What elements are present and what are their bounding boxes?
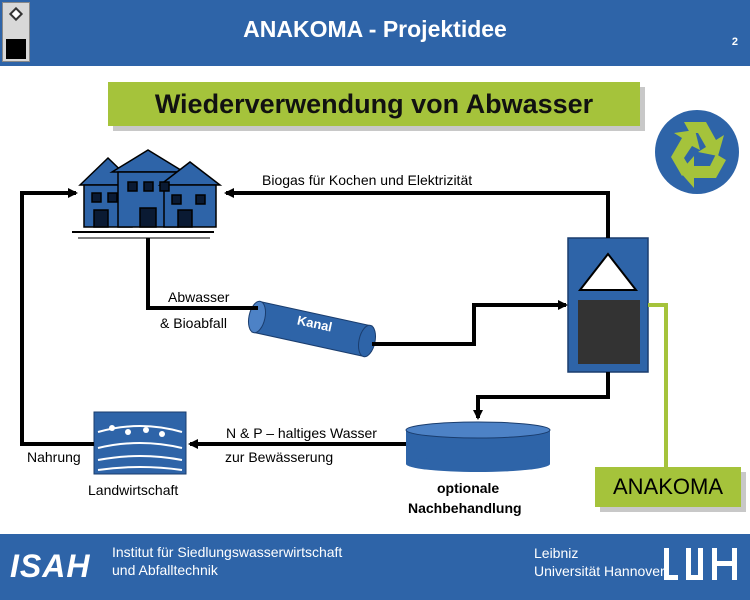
anakoma-connector: [648, 303, 668, 467]
kanal-to-reactor-arrow: [372, 300, 568, 346]
anakoma-box: ANAKOMA: [595, 467, 741, 507]
black-square-icon: [6, 39, 26, 59]
irrigation-label: zur Bewässerung: [225, 449, 334, 465]
nahrung-label: Nahrung: [27, 449, 81, 465]
nahrung-arrow: [20, 188, 94, 446]
institute-line-2: und Abfalltechnik: [112, 562, 218, 578]
footer-bar: ISAH Institut für Siedlungswasserwirtsch…: [0, 534, 750, 600]
institute-name: Institut für Siedlungswasserwirtschaft u…: [112, 543, 342, 579]
university-line-2: Universität Hannover: [534, 563, 665, 579]
bioabfall-label: & Bioabfall: [160, 315, 227, 331]
abwasser-line: [146, 238, 258, 310]
biogas-label: Biogas für Kochen und Elektrizität: [262, 172, 473, 188]
reactor-to-tank-arrow: [473, 372, 610, 420]
agriculture-icon: [93, 411, 187, 475]
reactor-unit: [567, 237, 649, 373]
recycle-icon: [655, 110, 739, 194]
nachbehandlung-label: Nachbehandlung: [408, 500, 522, 516]
isah-logo: ISAH: [10, 548, 91, 584]
landwirtschaft-label: Landwirtschaft: [88, 482, 179, 498]
page-number: 2: [731, 36, 738, 48]
institute-line-1: Institut für Siedlungswasserwirtschaft: [112, 544, 343, 560]
anakoma-label: ANAKOMA: [612, 474, 724, 499]
houses-icon: [78, 149, 223, 228]
abwasser-label: Abwasser: [168, 289, 230, 305]
biogas-arrow: [224, 188, 610, 238]
page-title: ANAKOMA - Projektidee: [243, 16, 507, 42]
optionale-label: optionale: [437, 480, 500, 496]
headline-text: Wiederverwendung von Abwasser: [154, 89, 594, 119]
headline-box: Wiederverwendung von Abwasser: [108, 82, 640, 126]
treatment-tank: [405, 421, 551, 472]
water-label: N & P – haltiges Wasser: [226, 425, 377, 441]
header-bar: ANAKOMA - Projektidee 2: [0, 0, 750, 66]
luh-logo-icon: [664, 548, 737, 580]
university-name: Leibniz Universität Hannover: [534, 544, 665, 580]
flow-lines: [20, 188, 610, 449]
slide-control-icon[interactable]: [2, 2, 30, 62]
university-line-1: Leibniz: [534, 545, 579, 561]
